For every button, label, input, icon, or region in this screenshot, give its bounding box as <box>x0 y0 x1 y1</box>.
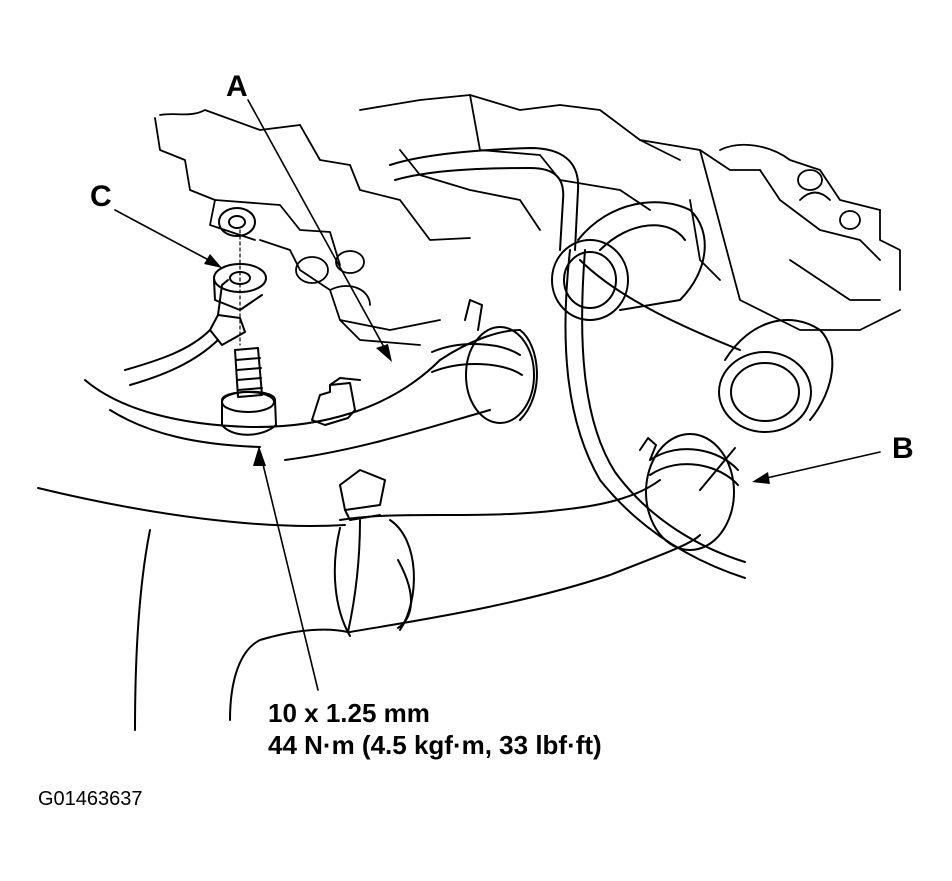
lower-hose-B <box>37 433 739 731</box>
callout-c: C <box>90 180 112 213</box>
long-pipe-inner <box>581 249 746 563</box>
bolt-size-spec: 10 x 1.25 mm <box>268 698 430 728</box>
arrowheads <box>204 254 770 484</box>
arrowhead-torque <box>253 446 266 466</box>
leader-lines <box>114 99 881 691</box>
leader-torque <box>259 451 319 691</box>
engine-block-outline <box>154 94 901 346</box>
leader-C <box>114 209 219 266</box>
bolt <box>221 347 277 436</box>
ground-cable-C <box>124 279 246 386</box>
arrowhead-A <box>376 344 392 362</box>
outlet-pipe-upper <box>551 201 706 321</box>
figure-id: G01463637 <box>38 788 143 810</box>
torque-spec: 44 N·m (4.5 kgf·m, 33 lbf·ft) <box>268 730 602 760</box>
lower-hose-clamp <box>339 469 386 521</box>
upper-pipe-inner <box>394 167 565 251</box>
arrowhead-C <box>204 254 222 268</box>
leader-A <box>247 99 391 359</box>
leader-B <box>757 451 881 481</box>
callout-b: B <box>892 432 914 465</box>
arrowhead-B <box>752 472 770 484</box>
outlet-pipe-lower <box>579 259 834 433</box>
long-pipe <box>564 249 746 579</box>
upper-pipe <box>389 147 580 251</box>
washer <box>218 207 256 237</box>
upper-hose-A <box>84 299 538 461</box>
callout-a: A <box>226 70 248 103</box>
